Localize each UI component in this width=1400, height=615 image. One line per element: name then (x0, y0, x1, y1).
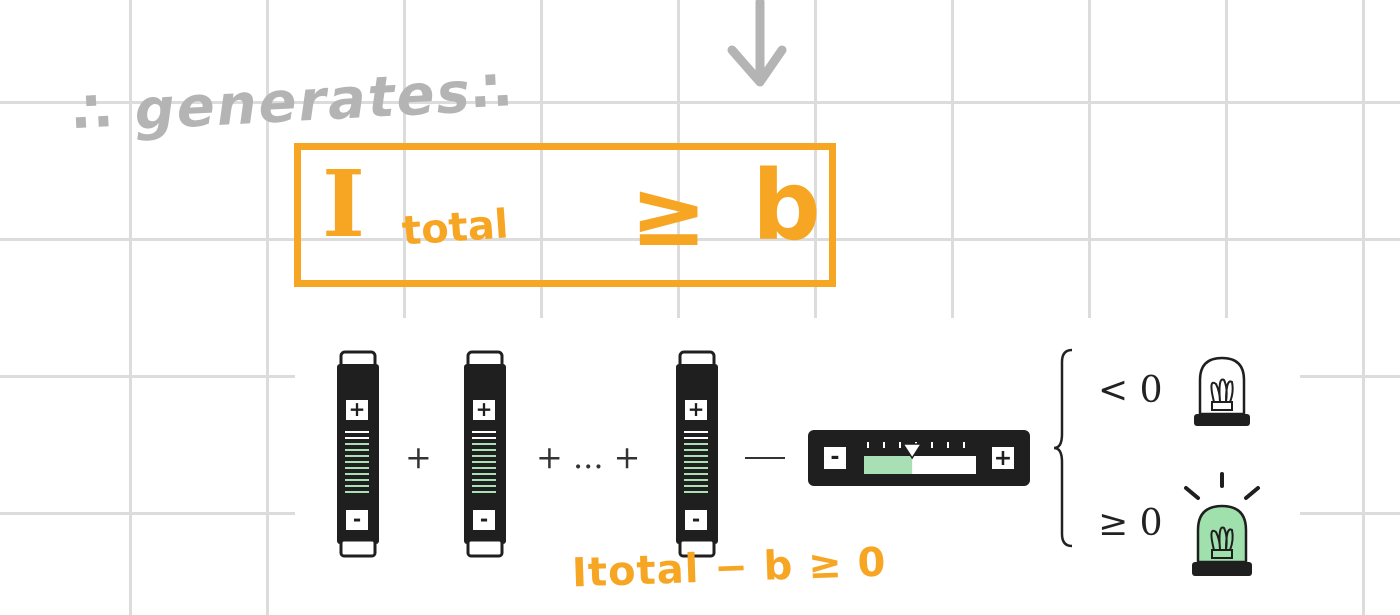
battery-negative-label: - (353, 507, 361, 531)
battery-icon: + - (337, 350, 379, 558)
formula-box (294, 143, 836, 287)
minus-operator (745, 457, 785, 459)
lamp-off-icon (1194, 356, 1250, 426)
formula-threshold: b (752, 150, 821, 262)
formula-subscript: total (400, 201, 510, 255)
plus-operator: + (405, 438, 432, 476)
battery-icon: + - (464, 350, 506, 558)
brace-icon (1053, 348, 1073, 548)
lamp-on-icon (1184, 472, 1260, 576)
down-arrow-icon (727, 0, 787, 87)
battery-negative-label: - (692, 507, 700, 531)
slider-knob-icon (901, 443, 923, 460)
formula-relation: ≥ (630, 160, 708, 267)
slider-minus-label: - (830, 445, 839, 470)
threshold-slider: - + (808, 430, 1030, 486)
battery-negative-label: - (480, 507, 488, 531)
diagram-panel (295, 318, 1300, 615)
battery-positive-label: + (349, 397, 366, 421)
condition-negative: < 0 (1098, 370, 1163, 411)
plus-dots-operator: + ... + (536, 438, 641, 476)
formula-symbol: I (322, 150, 366, 258)
battery-positive-label: + (476, 397, 493, 421)
battery-positive-label: + (688, 397, 705, 421)
battery-icon: + - (676, 350, 718, 558)
condition-nonnegative: ≥ 0 (1098, 503, 1163, 544)
slider-fill (864, 456, 913, 474)
slider-plus-label: + (994, 446, 1012, 471)
